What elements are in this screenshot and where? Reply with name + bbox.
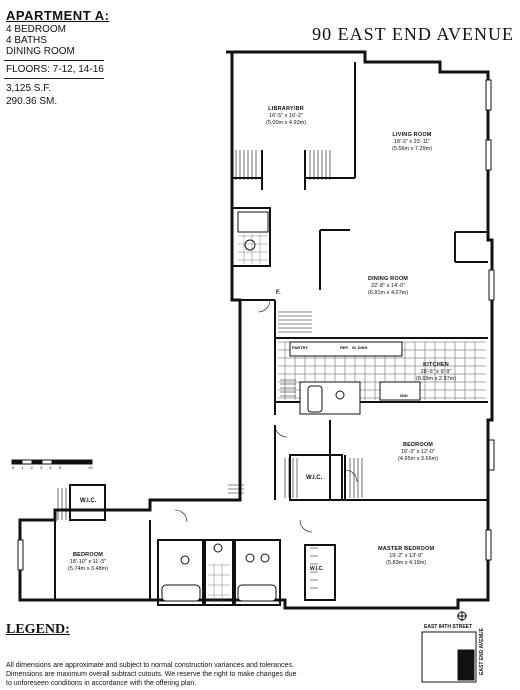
library-label: LIBRARY/BR 16'-5" x 16'-2" (5.00m x 4.93… (266, 106, 307, 127)
ref-label: REF. (340, 345, 349, 350)
pantry-label: PANTRY (292, 345, 308, 350)
disclaimer: All dimensions are approximate and subje… (6, 661, 406, 688)
key-plan-avenue: EAST END AVENUE (479, 628, 485, 675)
building-address: 90 EAST END AVENUE (312, 24, 514, 44)
key-plan-street: EAST 84TH STREET (424, 624, 473, 630)
bedroom-right-label: BEDROOM 16'-3" x 12'-0" (4.95m x 3.66m) (398, 442, 439, 463)
scale-ticks: 0 1 2 3 4 5 (12, 465, 64, 470)
foyer-label: F. (276, 290, 281, 296)
dishwasher-label: W. DISH (352, 345, 368, 350)
wic-label: W.I.C. (310, 566, 324, 572)
square-meters: 290.36 SM. (6, 96, 58, 107)
kitchen-label: KITCHEN 28'-6" x 9'-9" (8.69m x 2.97m) (416, 362, 457, 383)
bedroom-count: 4 BEDROOM (6, 24, 67, 35)
dining-room-label: DINING ROOM 22'-8" x 14'-0" (6.91m x 4.2… (368, 276, 409, 297)
header-rule-2 (4, 78, 104, 79)
disclaimer-line: to unforeseen conditions in accordance w… (6, 680, 197, 687)
disclaimer-line: All dimensions are approximate and subje… (6, 662, 294, 669)
dining-room-note: DINING ROOM (6, 46, 75, 57)
square-feet: 3,125 S.F. (6, 83, 52, 94)
scale-end: 10 (88, 465, 93, 470)
floors-line: FLOORS: 7-12, 14-16 (6, 64, 104, 75)
legend-heading: LEGEND: (6, 622, 70, 637)
disclaimer-line: Dimensions are maximum overall subtract … (6, 671, 297, 678)
wic-label: W.I.C. (306, 475, 323, 481)
living-room-label: LIVING ROOM 18'-3" x 23'-11" (5.56m x 7.… (392, 132, 433, 153)
wic-label: W.I.C. (80, 498, 97, 504)
header-rule (4, 60, 104, 61)
bath-count: 4 BATHS (6, 35, 47, 46)
washer-dryer-label: W/D (400, 393, 408, 398)
bedroom-left-label: BEDROOM 18'-10" x 11'-5" (5.74m x 3.48m) (68, 552, 109, 573)
master-bedroom-label: MASTER BEDROOM 19'-2" x 13'-9" (5.83m x … (378, 546, 435, 567)
apartment-title: APARTMENT A: (6, 8, 110, 23)
